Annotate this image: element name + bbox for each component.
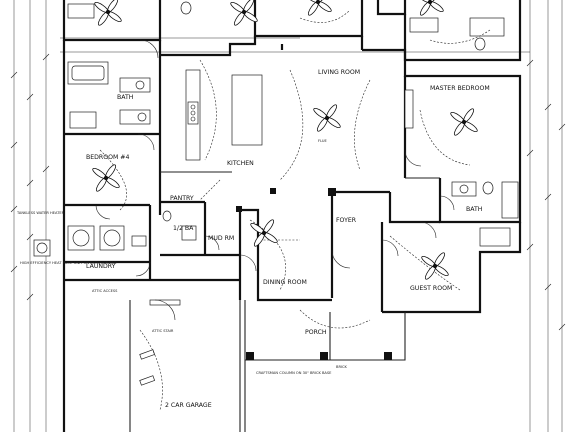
room-labels: LIVING ROOM MASTER BEDROOM BATH BEDROOM … — [86, 69, 490, 409]
note-brick: BRICK — [336, 365, 348, 369]
note-column: CRAFTSMAN COLUMN ON 30" BRICK BASE — [256, 371, 332, 375]
note-attic-access: ATTIC ACCESS — [92, 289, 118, 293]
columns — [236, 188, 392, 360]
garage-markers — [139, 299, 241, 386]
room-bedroom-4: BEDROOM #4 — [86, 154, 129, 161]
note-heat-pump: HIGH EFFICIENCY HEAT PUMP UNIT ON EXTERI… — [20, 261, 117, 265]
ceiling-fan-icon — [250, 219, 278, 247]
room-living-room: LIVING ROOM — [318, 69, 360, 76]
ceiling-fan-icon — [94, 0, 122, 26]
note-attic-stair: ATTIC STAIR — [152, 329, 174, 333]
walls — [62, 0, 522, 432]
room-laundry: LAUNDRY — [86, 263, 116, 270]
room-guest-room: GUEST ROOM — [410, 285, 452, 292]
ceiling-fan-icon — [304, 0, 332, 16]
ceiling-fan-icon — [416, 0, 444, 16]
ceiling-fan-icon — [92, 164, 120, 192]
ceiling-fans — [92, 0, 478, 280]
room-bath-right: BATH — [466, 206, 483, 213]
room-pantry: PANTRY — [170, 195, 194, 202]
room-garage: 2 CAR GARAGE — [165, 402, 212, 409]
room-mud-room: MUD RM — [208, 235, 234, 242]
room-bath-left: BATH — [117, 94, 134, 101]
room-porch: PORCH — [305, 329, 327, 336]
notes: TANKLESS WATER HEATER HIGH EFFICIENCY HE… — [16, 139, 348, 375]
dimension-lines — [10, 0, 566, 432]
ceiling-fan-icon — [313, 104, 341, 132]
doors — [95, 39, 455, 321]
fixtures — [33, 1, 519, 257]
room-dining-room: DINING ROOM — [263, 279, 307, 286]
wiring — [99, 9, 491, 411]
room-kitchen: KITCHEN — [227, 160, 254, 167]
room-foyer: FOYER — [336, 217, 357, 224]
room-master-bedroom: MASTER BEDROOM — [430, 85, 490, 92]
ceiling-fan-icon — [230, 0, 258, 26]
room-half-bath: 1/2 BA — [173, 225, 194, 232]
ceiling-fan-icon — [421, 252, 449, 280]
note-water-heater: TANKLESS WATER HEATER — [16, 211, 65, 215]
ceiling-fan-icon — [450, 108, 478, 136]
note-flue: FLUE — [318, 139, 328, 143]
